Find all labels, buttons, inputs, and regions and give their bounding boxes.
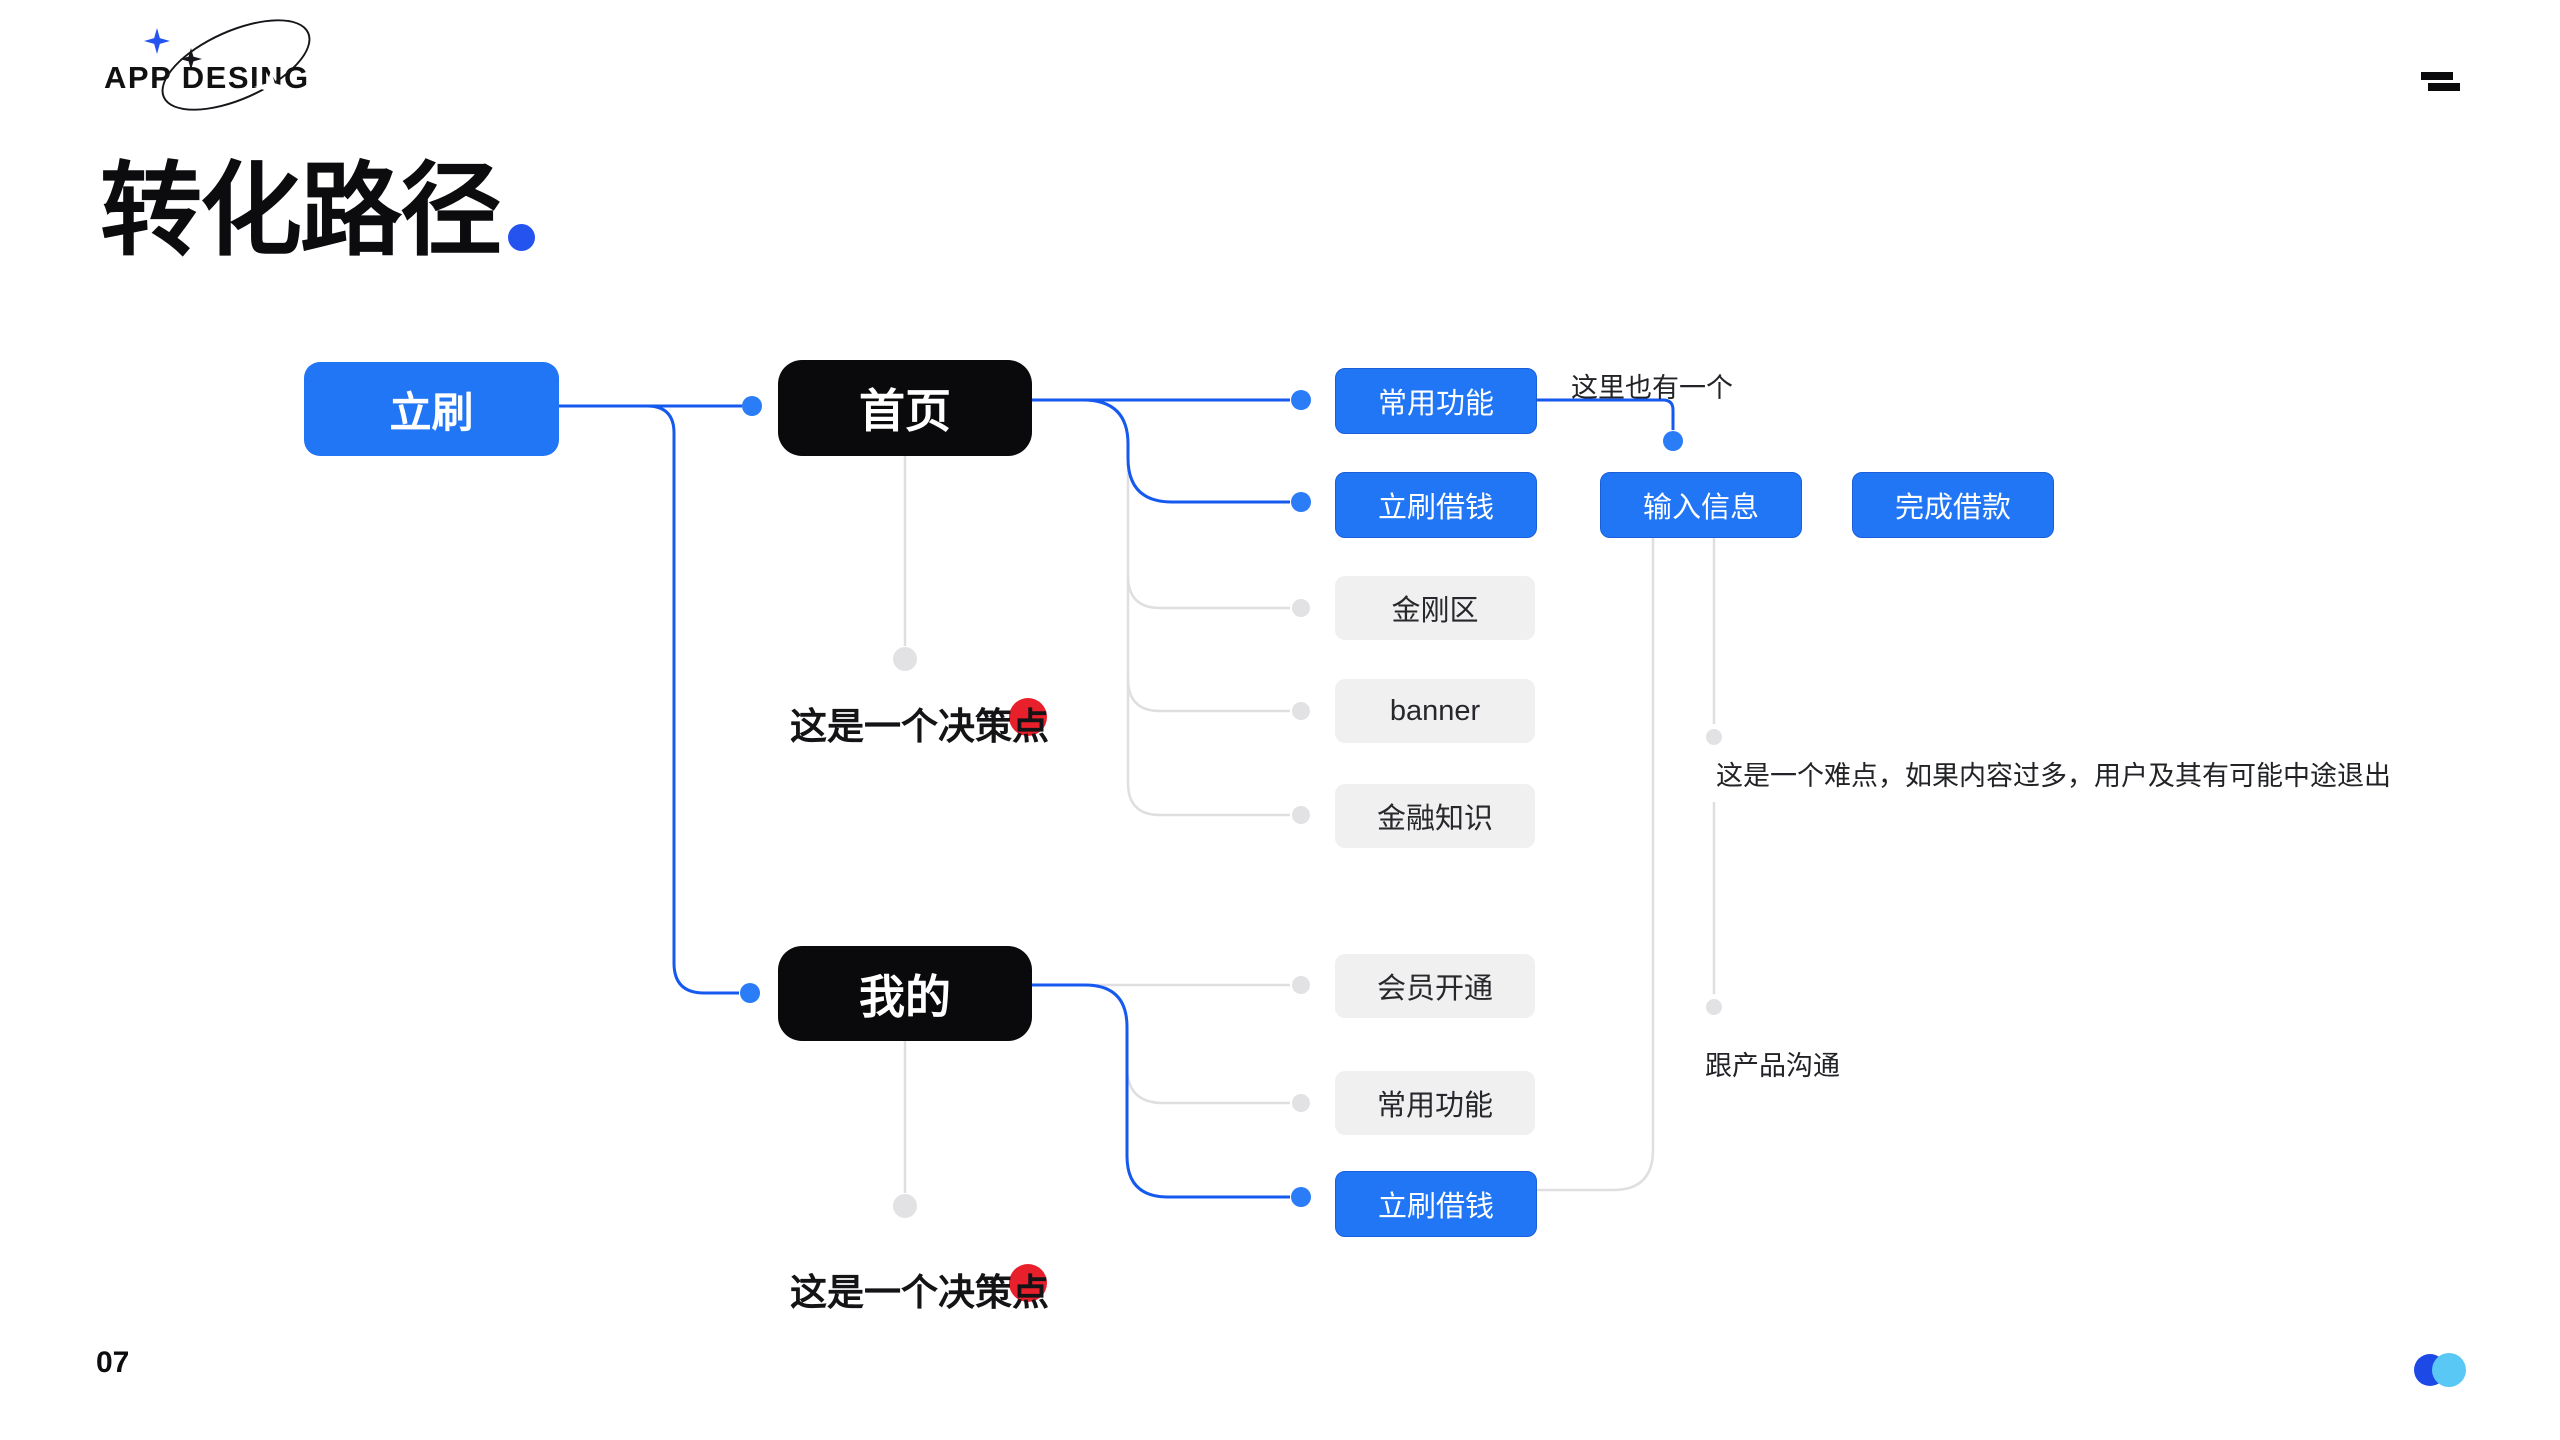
title-accent-dot — [508, 224, 535, 252]
flow-button-finance-knowledge[interactable]: 金融知识 — [1335, 784, 1535, 848]
note-decision-mine: 这是一个决策点 — [790, 1272, 1049, 1313]
page-title-text: 转化路径 — [100, 154, 502, 268]
page-number: 07 — [96, 1346, 130, 1379]
flow-button-common-functions-mine[interactable]: 常用功能 — [1335, 1071, 1535, 1135]
pagination — [2412, 1351, 2482, 1391]
menu-icon[interactable] — [2415, 64, 2471, 100]
sparkle-star-icon — [180, 48, 202, 70]
note-communicate: 跟产品沟通 — [1705, 1051, 1840, 1081]
menu-bar — [2421, 72, 2453, 80]
note-here-also: 这里也有一个 — [1571, 373, 1733, 403]
logo: APP DESING — [96, 0, 356, 142]
logo-ellipse — [148, 0, 324, 130]
menu-bar — [2428, 83, 2460, 91]
sparkle-star-icon — [144, 28, 170, 54]
note-difficulty: 这是一个难点，如果内容过多，用户及其有可能中途退出 — [1716, 761, 2391, 791]
flow-button-borrow-money-mine[interactable]: 立刷借钱 — [1335, 1171, 1537, 1237]
pagination-dot-cyan[interactable] — [2432, 1353, 2466, 1387]
flow-node-home[interactable]: 首页 — [778, 360, 1032, 456]
decision-marker-icon — [1009, 698, 1047, 736]
flow-button-enter-info[interactable]: 输入信息 — [1600, 472, 1802, 538]
flow-node-root[interactable]: 立刷 — [304, 362, 559, 456]
sparkle-star-icon — [254, 70, 288, 104]
page-title: 转化路径 — [100, 154, 535, 268]
flow-button-membership[interactable]: 会员开通 — [1335, 954, 1535, 1018]
flow-button-banner[interactable]: banner — [1335, 679, 1535, 743]
note-decision-home: 这是一个决策点 — [790, 706, 1049, 747]
flow-button-borrow-money[interactable]: 立刷借钱 — [1335, 472, 1537, 538]
flow-node-mine[interactable]: 我的 — [778, 946, 1032, 1041]
decision-marker-icon — [1009, 1264, 1047, 1302]
flow-button-complete-loan[interactable]: 完成借款 — [1852, 472, 2054, 538]
flow-button-common-functions[interactable]: 常用功能 — [1335, 368, 1537, 434]
flow-button-diamond-zone[interactable]: 金刚区 — [1335, 576, 1535, 640]
